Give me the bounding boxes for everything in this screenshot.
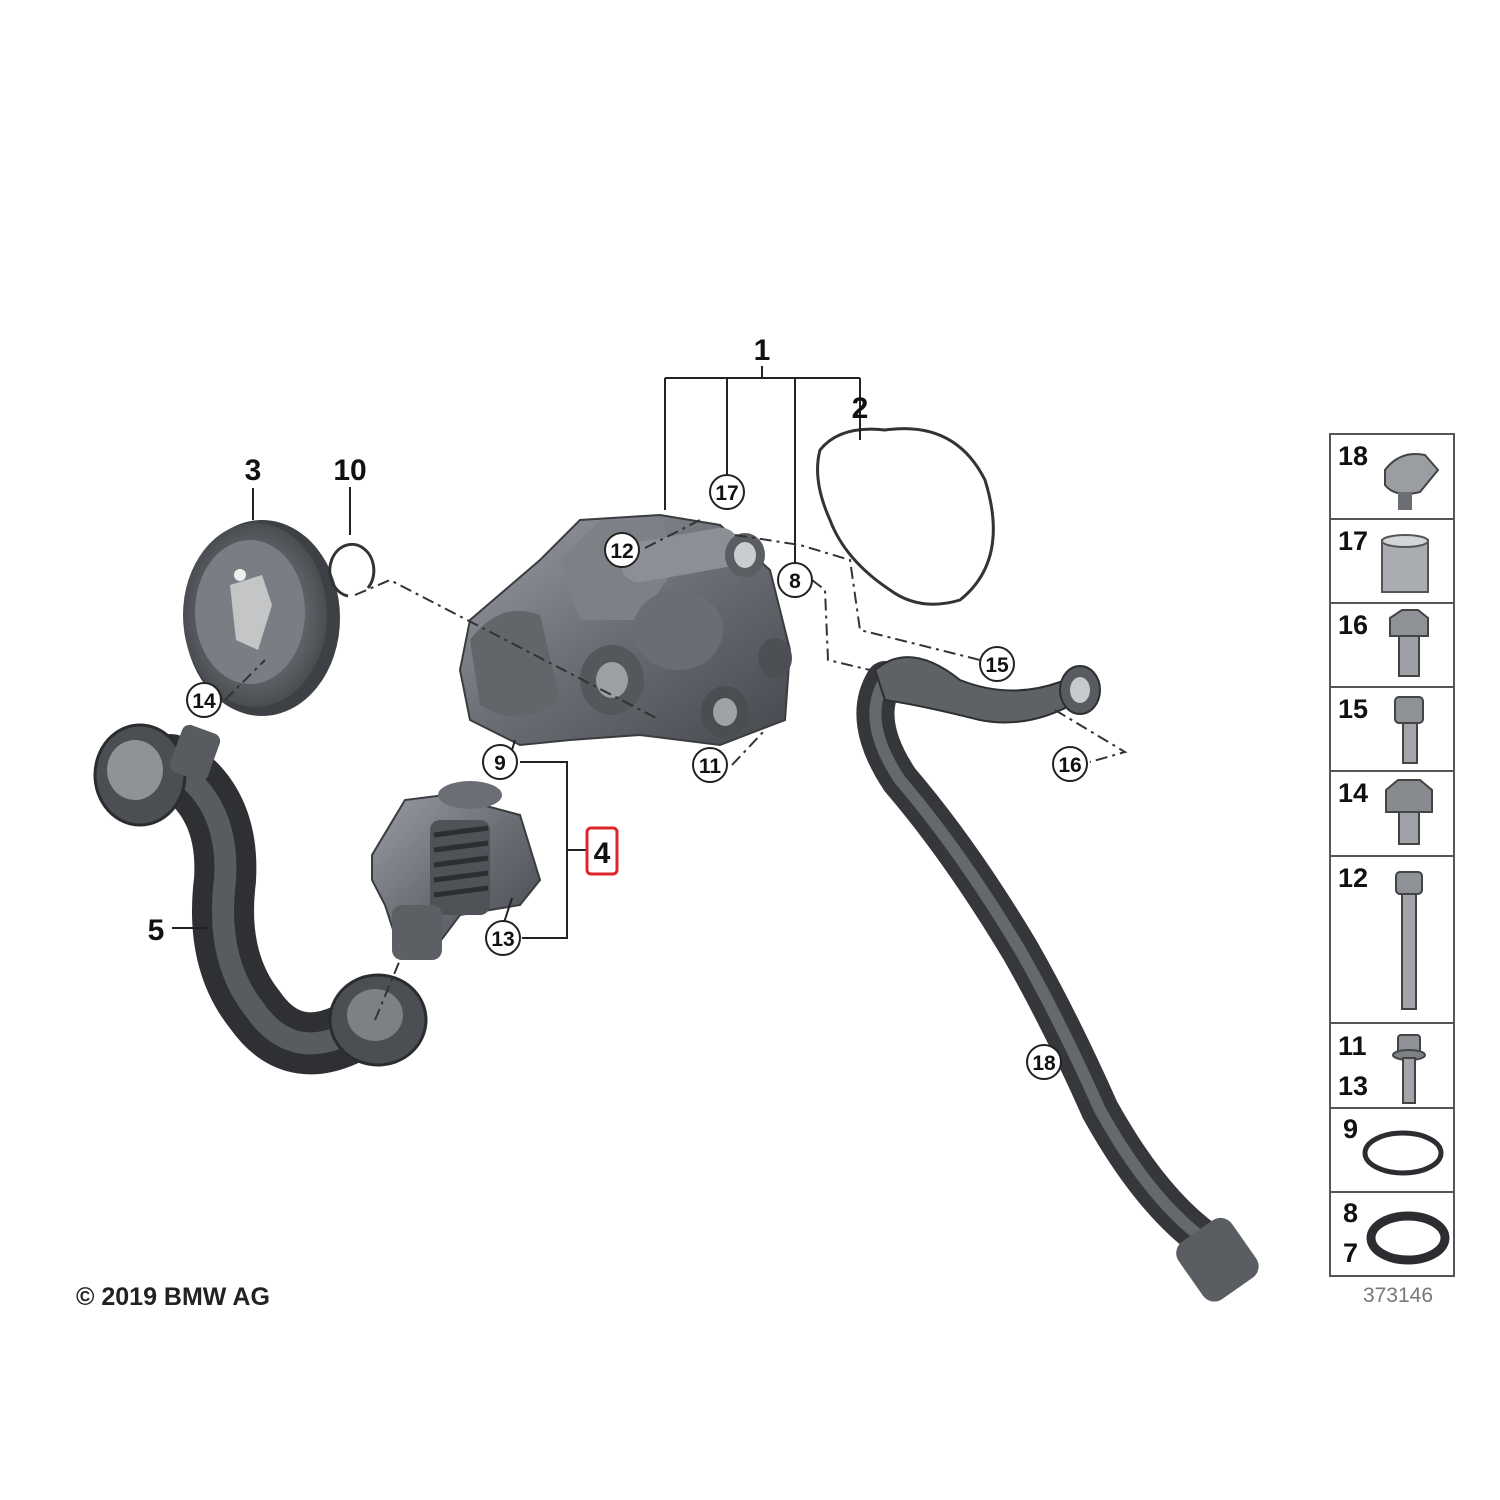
svg-text:16: 16 bbox=[1058, 754, 1081, 777]
sidebar-row-12: 12 bbox=[1338, 863, 1423, 1010]
svg-text:18: 18 bbox=[1338, 441, 1368, 471]
callout-4-highlight-box bbox=[585, 826, 619, 876]
callout-4: 4 bbox=[594, 837, 611, 870]
svg-text:17: 17 bbox=[715, 482, 738, 505]
svg-text:13: 13 bbox=[491, 928, 514, 951]
thermostat-part bbox=[371, 781, 542, 960]
sleeve-icon bbox=[1381, 534, 1429, 593]
bubble-12: 12 bbox=[604, 532, 640, 568]
gasket-part bbox=[816, 427, 995, 606]
svg-text:13: 13 bbox=[1338, 1071, 1368, 1101]
water-pump-housing-part bbox=[458, 513, 792, 747]
sidebar-row-16: 16 bbox=[1338, 609, 1429, 677]
hex-bolt-icon bbox=[1389, 609, 1429, 677]
svg-text:11: 11 bbox=[1338, 1031, 1367, 1061]
sidebar-row-15: 15 bbox=[1338, 694, 1424, 764]
svg-text:8: 8 bbox=[789, 570, 801, 593]
svg-text:9: 9 bbox=[1343, 1114, 1358, 1144]
bubble-8: 8 bbox=[777, 562, 813, 598]
sidebar-row-11-13: 11 13 bbox=[1338, 1031, 1426, 1104]
svg-text:14: 14 bbox=[192, 690, 216, 713]
bubble-17: 17 bbox=[709, 474, 745, 510]
coolant-hose-part bbox=[93, 723, 428, 1075]
sidebar-row-8-7: 8 7 bbox=[1343, 1198, 1450, 1268]
bubble-18: 18 bbox=[1026, 1044, 1062, 1080]
callout-1: 1 bbox=[754, 334, 771, 367]
flange-bolt-icon bbox=[1392, 1034, 1426, 1104]
leader-lines bbox=[172, 366, 1128, 1021]
bubble-14: 14 bbox=[186, 682, 222, 718]
sidebar-row-9: 9 bbox=[1343, 1114, 1444, 1176]
svg-text:9: 9 bbox=[494, 752, 506, 775]
reference-number: 373146 bbox=[1363, 1284, 1433, 1307]
thick-seal-ring-icon bbox=[1366, 1211, 1450, 1265]
svg-text:17: 17 bbox=[1338, 526, 1368, 556]
svg-text:16: 16 bbox=[1338, 610, 1368, 640]
hose-clamp-icon bbox=[1384, 453, 1440, 510]
svg-text:7: 7 bbox=[1343, 1238, 1358, 1268]
socket-bolt-icon bbox=[1394, 696, 1424, 764]
bleed-hose-part bbox=[856, 656, 1259, 1302]
bubble-13: 13 bbox=[485, 920, 521, 956]
plug-bolt-icon bbox=[1385, 779, 1433, 845]
svg-text:15: 15 bbox=[1338, 694, 1368, 724]
svg-text:8: 8 bbox=[1343, 1198, 1358, 1228]
bubble-15: 15 bbox=[979, 646, 1015, 682]
svg-text:18: 18 bbox=[1032, 1052, 1056, 1075]
callout-10: 10 bbox=[333, 454, 366, 487]
bubble-11: 11 bbox=[692, 747, 728, 783]
o-ring-icon bbox=[1362, 1130, 1444, 1176]
svg-text:15: 15 bbox=[985, 654, 1009, 677]
bubble-9: 9 bbox=[482, 744, 518, 780]
callout-2: 2 bbox=[852, 392, 869, 425]
pulley-part bbox=[183, 520, 340, 716]
sidebar-row-18: 18 bbox=[1338, 441, 1440, 510]
bubble-16: 16 bbox=[1052, 746, 1088, 782]
circlip-part bbox=[328, 542, 376, 598]
callout-3: 3 bbox=[245, 454, 262, 487]
parts-sidebar: 18 17 16 15 bbox=[1329, 433, 1455, 1277]
svg-text:11: 11 bbox=[699, 755, 722, 778]
callout-5: 5 bbox=[148, 914, 165, 947]
svg-text:12: 12 bbox=[610, 540, 633, 563]
sidebar-row-14: 14 bbox=[1338, 778, 1433, 845]
svg-text:14: 14 bbox=[1338, 778, 1368, 808]
long-bolt-icon bbox=[1395, 871, 1423, 1010]
sidebar-row-17: 17 bbox=[1338, 526, 1429, 593]
svg-text:12: 12 bbox=[1338, 863, 1368, 893]
copyright-text: © 2019 BMW AG bbox=[76, 1283, 270, 1311]
